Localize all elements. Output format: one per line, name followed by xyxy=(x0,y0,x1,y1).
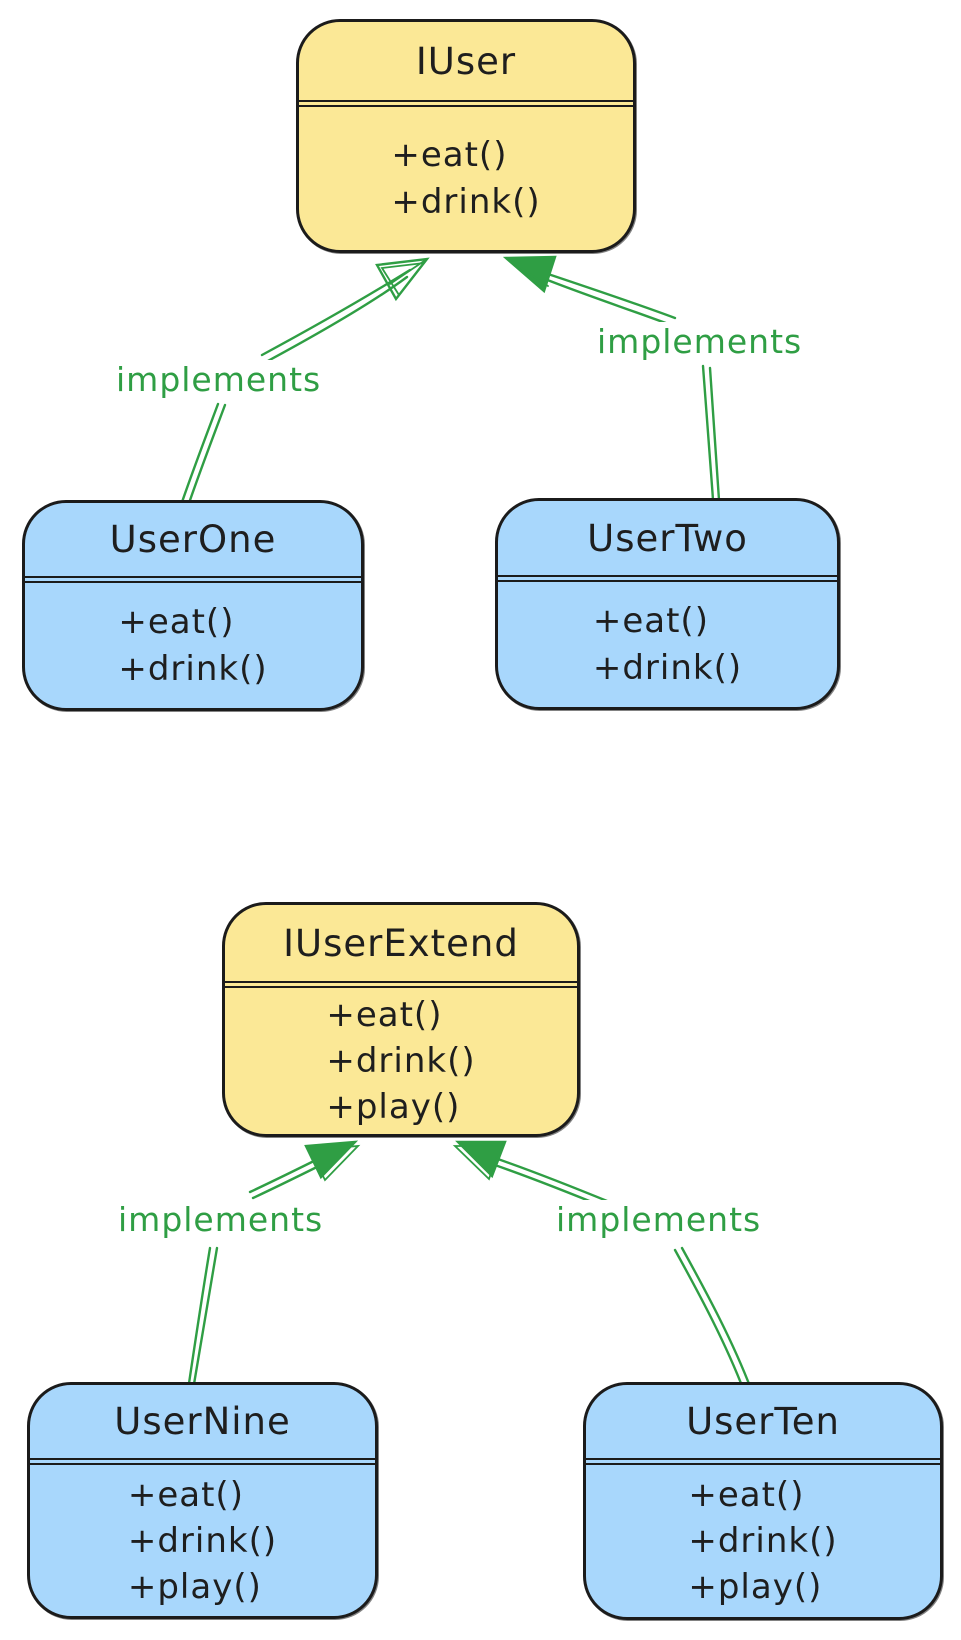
box-divider xyxy=(25,576,361,583)
method-list: +eat() +drink() +play() xyxy=(30,1465,375,1616)
interface-box-iuserextend: IUserExtend +eat() +drink() +play() xyxy=(222,902,580,1137)
method-item: +drink() xyxy=(688,1521,838,1561)
class-box-usernine: UserNine +eat() +drink() +play() xyxy=(27,1382,378,1619)
arrow-usernine-implements-iuserextend xyxy=(186,1140,361,1392)
box-divider xyxy=(30,1458,375,1465)
method-list: +eat() +drink() +play() xyxy=(225,988,577,1134)
method-list: +eat() +drink() xyxy=(299,107,633,250)
box-divider xyxy=(299,100,633,107)
method-list: +eat() +drink() xyxy=(498,582,837,707)
interface-title: IUserExtend xyxy=(283,921,519,965)
class-title: UserTen xyxy=(686,1400,840,1443)
method-item: +drink() xyxy=(326,1041,476,1081)
method-item: +eat() xyxy=(688,1475,805,1515)
box-divider xyxy=(225,981,577,988)
box-divider xyxy=(586,1458,940,1465)
class-box-userten: UserTen +eat() +drink() +play() xyxy=(583,1382,943,1620)
implements-label: implements xyxy=(113,360,325,399)
class-title: UserTwo xyxy=(587,516,748,560)
method-item: +eat() xyxy=(592,600,709,641)
method-item: +drink() xyxy=(127,1520,278,1561)
method-item: +eat() xyxy=(118,601,235,642)
implements-label: implements xyxy=(553,1200,765,1239)
class-box-userone: UserOne +eat() +drink() xyxy=(22,500,364,711)
method-item: +eat() xyxy=(391,134,508,175)
method-item: +play() xyxy=(326,1087,461,1127)
arrow-userten-implements-iuserextend xyxy=(452,1140,753,1393)
class-title: UserNine xyxy=(114,1400,291,1443)
implements-label: implements xyxy=(115,1200,327,1239)
box-divider xyxy=(498,575,837,582)
method-item: +drink() xyxy=(118,648,268,689)
class-box-usertwo: UserTwo +eat() +drink() xyxy=(495,498,840,710)
method-item: +play() xyxy=(127,1566,262,1607)
method-item: +eat() xyxy=(127,1474,244,1515)
method-item: +eat() xyxy=(326,995,443,1035)
method-item: +drink() xyxy=(391,181,541,222)
method-item: +drink() xyxy=(592,647,743,688)
interface-box-iuser: IUser +eat() +drink() xyxy=(296,19,636,253)
arrow-usertwo-implements-iuser xyxy=(502,255,721,502)
method-item: +play() xyxy=(688,1567,823,1607)
method-list: +eat() +drink() +play() xyxy=(586,1465,940,1617)
class-title: UserOne xyxy=(109,518,277,561)
arrow-userone-implements-iuser xyxy=(179,257,430,508)
method-list: +eat() +drink() xyxy=(25,583,361,708)
implements-label: implements xyxy=(594,322,806,361)
interface-title: IUser xyxy=(415,39,517,83)
